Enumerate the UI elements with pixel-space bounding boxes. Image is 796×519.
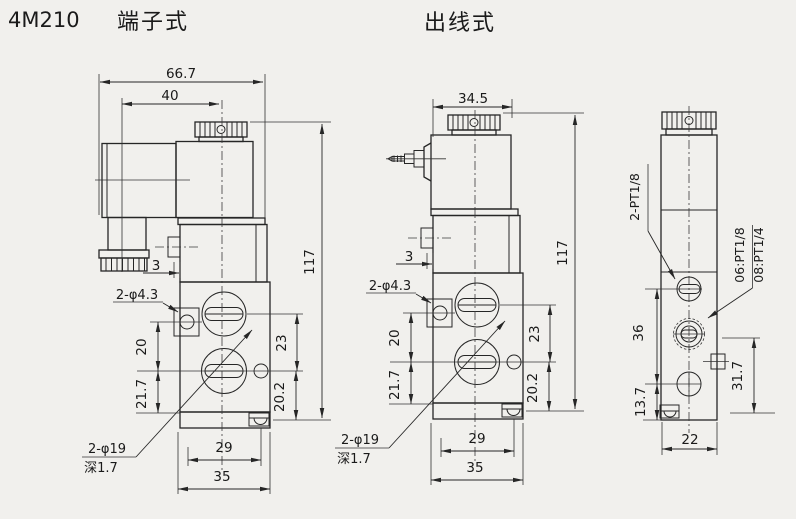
valve-ports-block — [179, 281, 271, 413]
valve-body-side-view: 3 20 21.7 23 20.2 117 29 — [82, 121, 331, 494]
connector-stem — [107, 216, 147, 251]
dim-22: 22 — [661, 422, 718, 455]
type-label-terminal: 端子式 — [117, 10, 189, 35]
coil-cap-screw-mid — [469, 118, 479, 127]
exhaust-notch-arc — [249, 417, 269, 425]
dim-22-text: 22 — [681, 432, 698, 448]
front-port-1 — [645, 276, 702, 302]
dim-35-text: 35 — [213, 469, 230, 485]
dim-117: 117 — [250, 121, 331, 419]
coil-cap-ribbed — [194, 121, 248, 138]
gland-bracket — [423, 142, 432, 182]
label-port-options-leader — [707, 287, 753, 319]
dim-117-text: 117 — [302, 249, 318, 275]
label-port-06-text: 06:PT1/8 — [732, 227, 747, 282]
coil-body — [175, 140, 254, 219]
dim-coil-width-mid: 34.5 — [432, 91, 513, 137]
dim-29-text: 29 — [215, 440, 232, 456]
middle-view-top-dims: 34.5 — [432, 91, 513, 209]
exhaust-notch — [248, 412, 270, 427]
valve-upper-block — [179, 223, 268, 283]
exhaust-notch-right-arc — [660, 410, 679, 418]
coil-cap-ribbed-mid — [447, 114, 501, 131]
label-counterbore-text: 2-φ19 — [88, 442, 126, 457]
dim-20-2-text: 20.2 — [272, 382, 288, 412]
dim-total-width: 66.7 — [99, 66, 264, 85]
coil-cap-ribs-mid — [452, 115, 496, 130]
model-number: 4M210 — [8, 8, 80, 32]
connector-plug — [100, 257, 148, 272]
dim-21-7: 21.7 — [134, 370, 180, 414]
dim-13-7-text: 13.7 — [633, 387, 649, 417]
dim-31-7: 31.7 — [722, 337, 775, 414]
exhaust-notch-right — [659, 404, 680, 419]
dim-23: 23 — [274, 313, 300, 372]
dim-35: 35 — [177, 432, 271, 494]
terminal-box — [101, 142, 177, 219]
dim-36: 36 — [631, 288, 660, 385]
dim-offset-3-text: 3 — [152, 258, 161, 274]
port-circle-1 — [201, 291, 247, 337]
valve-body-side-view-middle — [335, 113, 584, 485]
coil-cap-screw — [216, 125, 226, 134]
dim-29: 29 — [187, 428, 262, 466]
dim-20: 20 — [134, 321, 161, 372]
connector-plug-ribs — [105, 258, 145, 271]
right-view: 36 13.7 31.7 22 2-PT1/8 06:PT1/8 08:PT1/… — [627, 106, 775, 455]
front-port-3 — [645, 371, 702, 397]
valve-base-plate — [179, 411, 271, 429]
label-port-08-text: 08:PT1/4 — [751, 227, 766, 282]
dim-offset-3-ext — [173, 262, 181, 278]
dim-coil-width-text: 40 — [161, 88, 178, 104]
dim-31-7-text: 31.7 — [730, 361, 746, 391]
dim-20-2: 20.2 — [272, 370, 331, 421]
dim-23-text: 23 — [274, 334, 290, 351]
left-view-top-dims: 66.7 40 — [98, 66, 266, 272]
dim-13-7: 13.7 — [633, 383, 660, 421]
label-mount-holes-text: 2-φ4.3 — [116, 288, 158, 303]
coil-cap-base-mid — [451, 129, 497, 136]
label-counterbore-depth-text: 深1.7 — [84, 461, 118, 476]
dim-35-ext — [177, 432, 271, 494]
label-mount-holes-leader — [162, 302, 179, 313]
dim-coil-width: 40 — [121, 88, 220, 272]
label-ports-2pt18: 2-PT1/8 — [627, 164, 676, 280]
middle-view-solenoid — [386, 114, 512, 210]
label-counterbore: 2-φ19 深1.7 — [82, 329, 253, 476]
coil-cap-ribs — [199, 122, 243, 137]
front-port-3-crosslines — [645, 372, 701, 396]
front-port-2 — [673, 318, 705, 350]
coil-cap-ribs-right — [666, 112, 712, 129]
dim-offset-3: 3 — [143, 258, 181, 278]
dim-coil-width-mid-text: 34.5 — [458, 91, 488, 107]
label-mount-holes: 2-φ4.3 — [113, 288, 179, 313]
label-port-options: 06:PT1/8 08:PT1/4 — [707, 225, 766, 319]
dim-21-7-text: 21.7 — [134, 379, 150, 409]
dim-total-width-text: 66.7 — [166, 66, 196, 82]
coil-body-mid — [430, 134, 512, 210]
left-view-solenoid — [95, 121, 254, 272]
front-port-1-slot — [678, 284, 701, 294]
coil-cap-base — [198, 136, 244, 143]
dim-20-text: 20 — [134, 338, 150, 355]
total-width-ext-lines — [98, 74, 266, 218]
label-ports-2pt18-leader — [647, 230, 676, 280]
label-counterbore-leader — [135, 329, 253, 458]
mounting-plate — [177, 217, 266, 226]
dim-36-text: 36 — [631, 324, 647, 341]
label-ports-2pt18-text: 2-PT1/8 — [627, 173, 642, 221]
connector-flange — [98, 249, 150, 259]
type-label-leadwire: 出线式 — [424, 11, 496, 36]
